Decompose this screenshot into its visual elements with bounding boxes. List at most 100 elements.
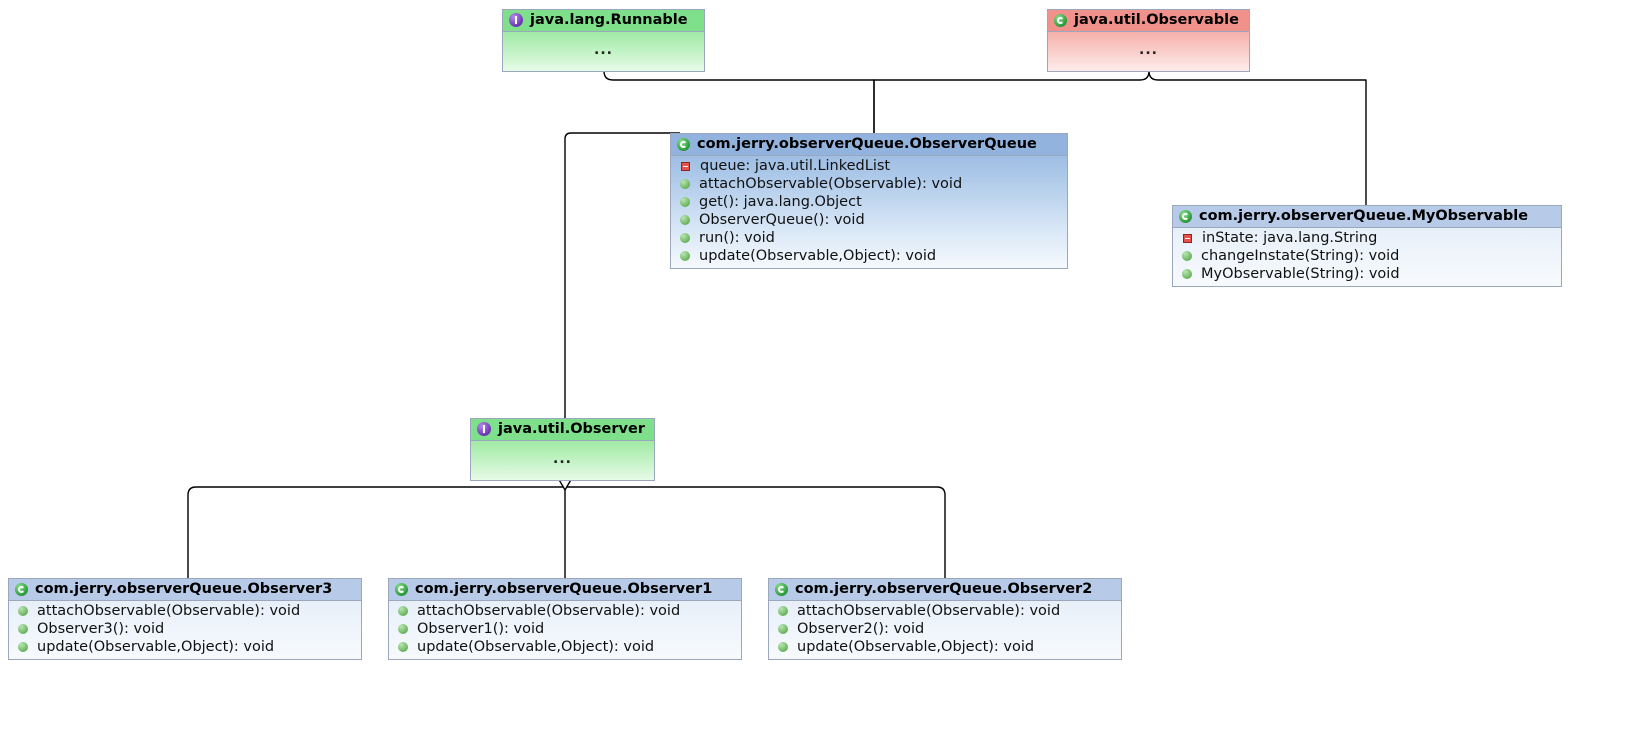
class-icon (395, 582, 408, 596)
member-label: Observer2(): void (797, 621, 925, 637)
public-method-icon (398, 642, 408, 652)
class-title: java.lang.Runnable (530, 12, 688, 28)
class-box-observable[interactable]: java.util.Observable ... (1047, 9, 1253, 75)
member-row: inState: java.lang.String (1173, 229, 1561, 247)
member-label: update(Observable,Object): void (37, 639, 275, 655)
member-row: changeInstate(String): void (1173, 247, 1561, 265)
class-box-body: inState: java.lang.String changeInstate(… (1173, 228, 1561, 286)
edge-observer2-observer (565, 486, 946, 578)
member-row: attachObservable(Observable): void (389, 602, 741, 620)
edge-observerqueue-observable (873, 68, 1150, 133)
member-label: ObserverQueue(): void (699, 212, 865, 228)
class-icon (677, 137, 690, 151)
class-icon (775, 582, 788, 596)
class-icon (1179, 209, 1192, 223)
member-label: update(Observable,Object): void (417, 639, 655, 655)
public-method-icon (680, 233, 690, 243)
public-method-icon (18, 642, 28, 652)
public-method-icon (680, 179, 690, 189)
class-title: com.jerry.observerQueue.Observer3 (35, 581, 333, 597)
member-label: attachObservable(Observable): void (417, 603, 681, 619)
member-label: run(): void (699, 230, 775, 246)
class-box-observer[interactable]: java.util.Observer ... (470, 418, 658, 484)
class-title: com.jerry.observerQueue.Observer2 (795, 581, 1093, 597)
class-box-header: com.jerry.observerQueue.Observer3 (9, 579, 361, 601)
member-label: queue: java.util.LinkedList (700, 158, 891, 174)
class-box-header: java.util.Observer (471, 419, 654, 441)
member-row: MyObservable(String): void (1173, 265, 1561, 283)
member-label: Observer1(): void (417, 621, 545, 637)
public-method-icon (398, 606, 408, 616)
member-label: attachObservable(Observable): void (699, 176, 963, 192)
class-box-body: ... (471, 441, 654, 480)
member-row: queue: java.util.LinkedList (671, 157, 1067, 175)
member-row: update(Observable,Object): void (769, 638, 1121, 656)
class-box-header: com.jerry.observerQueue.MyObservable (1173, 206, 1561, 228)
member-row: attachObservable(Observable): void (9, 602, 361, 620)
private-field-icon (681, 161, 690, 171)
member-row: run(): void (671, 229, 1067, 247)
member-row: ObserverQueue(): void (671, 211, 1067, 229)
class-title: com.jerry.observerQueue.Observer1 (415, 581, 713, 597)
class-box-header: java.util.Observable (1048, 10, 1249, 32)
member-row: get(): java.lang.Object (671, 193, 1067, 211)
class-title: java.util.Observer (498, 421, 645, 437)
members-ellipsis: ... (553, 451, 572, 467)
public-method-icon (778, 606, 788, 616)
member-label: changeInstate(String): void (1201, 248, 1400, 264)
class-box-body: attachObservable(Observable): void Obser… (389, 601, 741, 659)
class-box-runnable[interactable]: java.lang.Runnable ... (502, 9, 708, 75)
class-title: java.util.Observable (1074, 12, 1239, 28)
class-box-body: attachObservable(Observable): void Obser… (769, 601, 1121, 659)
public-method-icon (680, 251, 690, 261)
public-method-icon (398, 624, 408, 634)
member-label: update(Observable,Object): void (797, 639, 1035, 655)
class-box-observer2[interactable]: com.jerry.observerQueue.Observer2 attach… (768, 578, 1125, 663)
member-label: get(): java.lang.Object (699, 194, 862, 210)
member-row: Observer1(): void (389, 620, 741, 638)
class-box-observer1[interactable]: com.jerry.observerQueue.Observer1 attach… (388, 578, 745, 663)
member-label: attachObservable(Observable): void (37, 603, 301, 619)
public-method-icon (1182, 269, 1192, 279)
member-label: inState: java.lang.String (1202, 230, 1378, 246)
public-method-icon (18, 606, 28, 616)
member-label: attachObservable(Observable): void (797, 603, 1061, 619)
member-label: MyObservable(String): void (1201, 266, 1400, 282)
member-row: Observer2(): void (769, 620, 1121, 638)
member-row: attachObservable(Observable): void (769, 602, 1121, 620)
members-ellipsis: ... (594, 42, 613, 58)
public-method-icon (778, 624, 788, 634)
public-method-icon (680, 215, 690, 225)
class-icon (1054, 13, 1067, 27)
public-method-icon (680, 197, 690, 207)
class-title: com.jerry.observerQueue.MyObservable (1199, 208, 1529, 224)
class-box-observer3[interactable]: com.jerry.observerQueue.Observer3 attach… (8, 578, 365, 663)
class-title: com.jerry.observerQueue.ObserverQueue (697, 136, 1037, 152)
member-row: Observer3(): void (9, 620, 361, 638)
private-field-icon (1183, 233, 1192, 243)
member-row: update(Observable,Object): void (9, 638, 361, 656)
interface-icon (509, 13, 523, 27)
member-row: update(Observable,Object): void (389, 638, 741, 656)
class-box-body: ... (503, 32, 704, 71)
member-label: update(Observable,Object): void (699, 248, 937, 264)
public-method-icon (1182, 251, 1192, 261)
public-method-icon (18, 624, 28, 634)
class-box-header: com.jerry.observerQueue.Observer1 (389, 579, 741, 601)
class-icon (15, 582, 28, 596)
class-box-body: attachObservable(Observable): void Obser… (9, 601, 361, 659)
member-row: update(Observable,Object): void (671, 247, 1067, 265)
edge-myobservable-observable (1148, 68, 1367, 205)
edge-observerqueue-runnable (603, 68, 875, 133)
member-row: attachObservable(Observable): void (671, 175, 1067, 193)
class-box-body: ... (1048, 32, 1249, 71)
class-box-header: com.jerry.observerQueue.ObserverQueue (671, 134, 1067, 156)
class-box-myobservable[interactable]: com.jerry.observerQueue.MyObservable inS… (1172, 205, 1565, 290)
members-ellipsis: ... (1139, 42, 1158, 58)
class-box-header: com.jerry.observerQueue.Observer2 (769, 579, 1121, 601)
edge-observer3-observer (187, 486, 565, 578)
member-label: Observer3(): void (37, 621, 165, 637)
class-box-body: queue: java.util.LinkedList attachObserv… (671, 156, 1067, 268)
class-box-observerqueue[interactable]: com.jerry.observerQueue.ObserverQueue qu… (670, 133, 1071, 272)
